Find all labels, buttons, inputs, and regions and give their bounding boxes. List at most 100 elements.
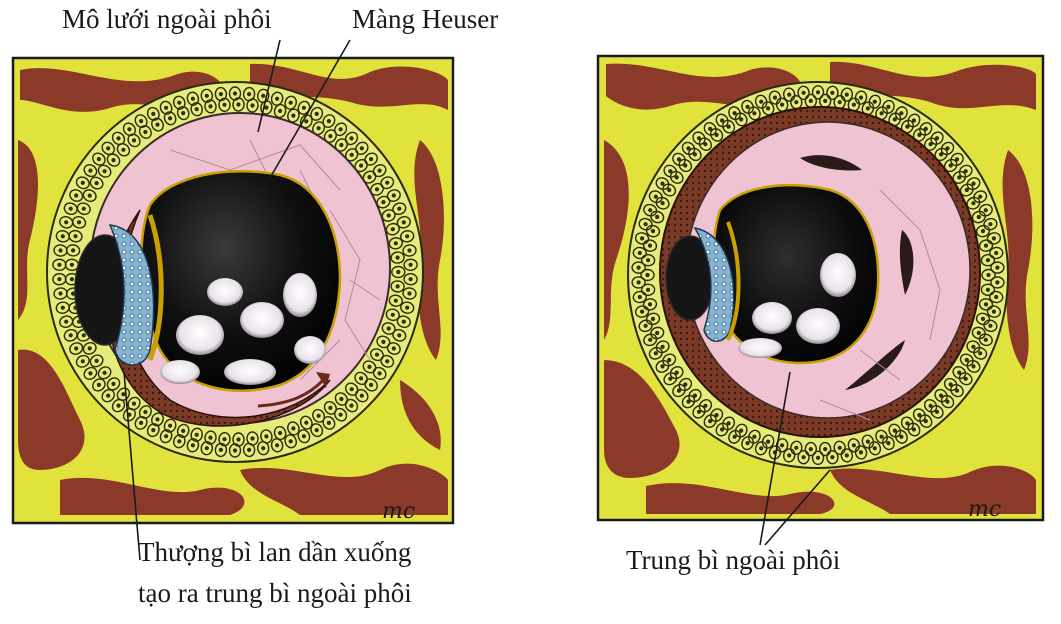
cell-nucleus — [830, 455, 835, 460]
cell-nucleus — [964, 187, 969, 193]
cell-nucleus — [923, 126, 928, 131]
trophoblast-cell — [672, 383, 686, 398]
cell-nucleus — [264, 434, 269, 439]
cell-nucleus — [660, 364, 665, 369]
trophoblast-cell — [986, 232, 1002, 245]
trophoblast-cell — [134, 415, 148, 430]
cell-nucleus — [288, 439, 293, 444]
cell-nucleus — [74, 346, 79, 351]
cell-nucleus — [111, 158, 116, 163]
trophoblast-cell — [344, 398, 359, 413]
trophoblast-cell — [698, 137, 713, 151]
cell-nucleus — [275, 443, 280, 448]
trophoblast-cell — [882, 436, 895, 451]
cell-nucleus — [393, 241, 398, 246]
trophoblast-cell — [919, 122, 933, 136]
cell-nucleus — [88, 371, 93, 376]
trophoblast-cell — [89, 354, 104, 368]
trophoblast-cell — [811, 450, 825, 465]
cell-nucleus — [102, 169, 107, 174]
trophoblast-cell — [655, 359, 670, 373]
cell-nucleus — [349, 403, 354, 408]
cell-nucleus — [983, 208, 988, 213]
cell-nucleus — [143, 409, 148, 415]
trophoblast-cell — [804, 441, 818, 457]
trophoblast-cell — [242, 86, 256, 102]
cell-nucleus — [787, 453, 792, 458]
trophoblast-cell — [97, 164, 112, 178]
trophoblast-cell — [364, 152, 378, 166]
cell-nucleus — [68, 206, 73, 211]
left-arrow-head — [316, 372, 330, 388]
trophoblast-cell — [980, 253, 996, 267]
trophoblast-cell — [172, 95, 186, 110]
trophoblast-cell — [52, 272, 67, 286]
trophoblast-cell — [634, 305, 650, 318]
cell-nucleus — [70, 291, 76, 296]
cell-nucleus — [971, 344, 976, 349]
cell-nucleus — [837, 445, 842, 450]
trophoblast-cell — [790, 440, 803, 455]
cell-nucleus — [886, 441, 891, 446]
cell-nucleus — [779, 443, 785, 448]
cell-nucleus — [58, 291, 63, 296]
trophoblast-cell — [75, 354, 90, 368]
trophoblast-cell — [950, 383, 964, 398]
cell-nucleus — [222, 437, 227, 442]
cell-nucleus — [349, 136, 354, 141]
trophoblast-cell — [122, 407, 136, 422]
cell-nucleus — [94, 358, 99, 363]
cell-nucleus — [655, 330, 660, 336]
cell-nucleus — [645, 258, 651, 263]
cell-nucleus — [155, 417, 160, 422]
trophoblast-cell — [138, 405, 152, 419]
cell-nucleus — [739, 428, 744, 433]
cell-nucleus — [87, 346, 92, 351]
cell-nucleus — [647, 243, 653, 248]
trophoblast-cell — [692, 405, 706, 419]
trophoblast-cell — [959, 353, 974, 367]
cell-nucleus — [886, 104, 891, 109]
trophoblast-cell — [214, 442, 228, 458]
trophoblast-cell — [728, 429, 742, 444]
trophoblast-cell — [380, 354, 395, 368]
cell-nucleus — [917, 132, 922, 137]
cell-nucleus — [106, 146, 111, 151]
cell-nucleus — [745, 104, 750, 109]
cell-nucleus — [88, 168, 93, 173]
trophoblast-cell — [390, 251, 405, 264]
trophoblast-cell — [284, 95, 298, 110]
cell-nucleus — [164, 105, 169, 110]
cell-nucleus — [143, 129, 148, 135]
cell-nucleus — [314, 111, 319, 116]
cell-nucleus — [971, 201, 976, 206]
trophoblast-cell — [632, 246, 647, 260]
trophoblast-cell — [768, 90, 782, 105]
cell-nucleus — [759, 99, 764, 104]
cell-nucleus — [391, 346, 396, 351]
cell-nucleus — [250, 103, 255, 108]
trophoblast-cell — [334, 407, 348, 422]
cell-nucleus — [963, 169, 968, 174]
cell-nucleus — [995, 280, 1000, 285]
trophoblast-cell — [364, 378, 378, 392]
trophoblast-cell — [260, 100, 273, 115]
cell-nucleus — [359, 393, 364, 398]
cell-nucleus — [703, 142, 708, 147]
cell-nucleus — [367, 175, 372, 180]
cell-nucleus — [639, 236, 645, 241]
cell-nucleus — [714, 413, 719, 418]
cell-nucleus — [815, 455, 821, 460]
cell-nucleus — [686, 146, 691, 151]
trophoblast-cell — [681, 394, 696, 409]
trophoblast-cell — [662, 353, 677, 367]
cell-nucleus — [714, 132, 719, 137]
trophoblast-cell — [782, 448, 796, 463]
trophoblast-cell — [971, 326, 986, 340]
trophoblast-cell — [159, 429, 173, 444]
cell-nucleus — [236, 102, 241, 107]
trophoblast-cell — [638, 319, 653, 333]
trophoblast-cell — [840, 87, 854, 102]
cell-nucleus — [367, 364, 372, 369]
cell-nucleus — [928, 403, 933, 408]
